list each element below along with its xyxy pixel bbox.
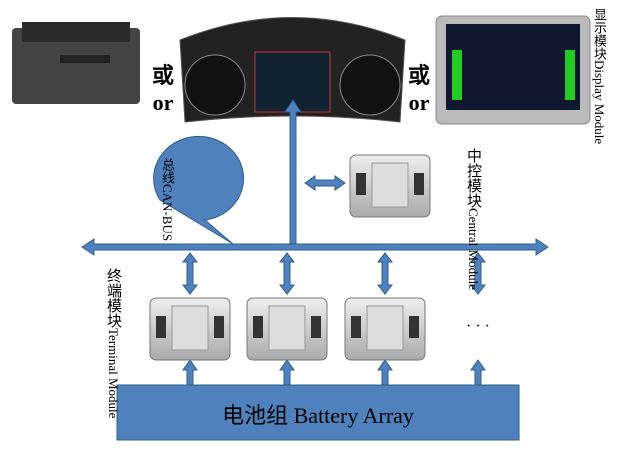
terminal-module-3 xyxy=(344,297,426,361)
central-module-device xyxy=(349,154,431,218)
terminal-connectors xyxy=(181,252,487,386)
can-bus-callout xyxy=(153,135,245,245)
battery-array-label: 电池组 Battery Array xyxy=(222,403,414,428)
terminal-module-1 xyxy=(149,297,231,361)
battery-array-box xyxy=(116,384,520,441)
terminal-module-2 xyxy=(246,297,328,361)
display-device-left xyxy=(12,22,140,104)
ellipsis: · · · xyxy=(466,318,490,335)
can-bus-line xyxy=(81,99,549,256)
instrument-cluster xyxy=(179,17,406,123)
display-panel-right xyxy=(435,15,591,125)
